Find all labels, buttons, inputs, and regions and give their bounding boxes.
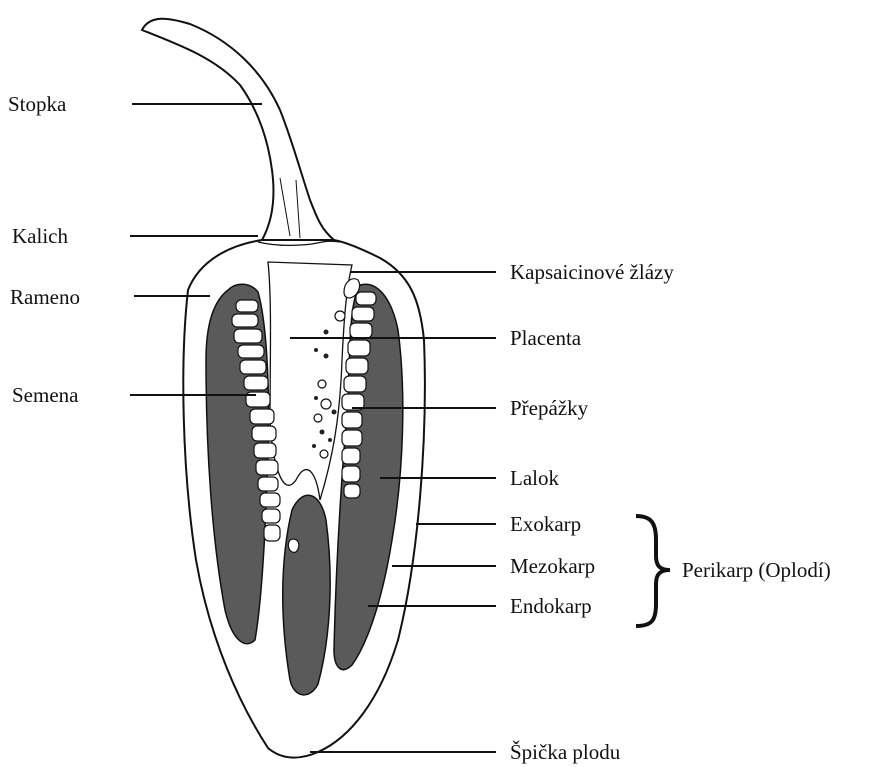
label-rameno: Rameno [10, 285, 80, 309]
label-kapsaicinove-zlazy: Kapsaicinové žlázy [510, 260, 674, 284]
label-prepazky: Přepážky [510, 396, 589, 420]
label-kalich: Kalich [12, 224, 68, 248]
label-placenta: Placenta [510, 326, 582, 350]
label-exokarp: Exokarp [510, 512, 581, 536]
label-stopka: Stopka [8, 92, 67, 116]
stem [142, 19, 334, 240]
label-perikarp: Perikarp (Oplodí) [682, 558, 831, 582]
label-lalok: Lalok [510, 466, 559, 490]
label-spicka-plodu: Špička plodu [510, 740, 621, 764]
lower-locule [283, 495, 330, 695]
pericarp-brace [636, 516, 670, 626]
label-semena: Semena [12, 383, 79, 407]
label-mezokarp: Mezokarp [510, 554, 595, 578]
label-endokarp: Endokarp [510, 594, 592, 618]
